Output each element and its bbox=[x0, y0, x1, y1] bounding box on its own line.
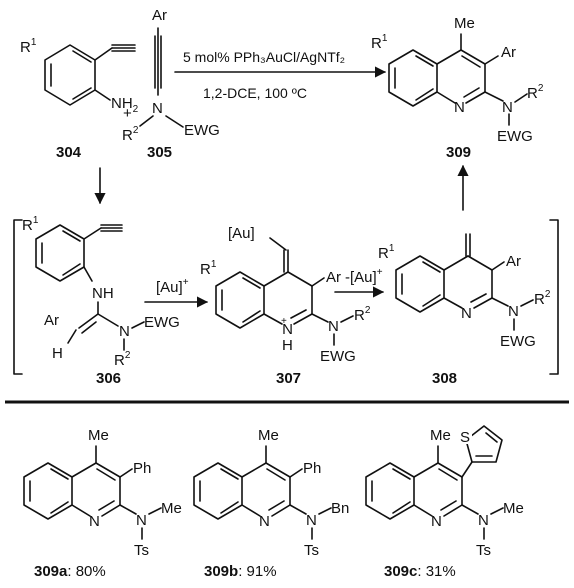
svg-text:309b: 91%: 309b: 91% bbox=[204, 563, 277, 580]
h-307: H bbox=[282, 337, 293, 354]
mechanism-bracket-right bbox=[549, 219, 559, 375]
svg-text:[Au]+: [Au]+ bbox=[156, 277, 189, 296]
r2-309: R bbox=[527, 85, 538, 102]
example-id-309a: 309a bbox=[34, 563, 68, 580]
me-309c: Me bbox=[430, 427, 451, 444]
ph-309a: Ph bbox=[133, 460, 151, 477]
svg-text:R1: R1 bbox=[22, 215, 39, 234]
example-309c: Me S N N Me Ts 309c: 31% bbox=[365, 425, 524, 580]
mechanism-bracket-left bbox=[13, 219, 23, 375]
me-309b: Me bbox=[258, 427, 279, 444]
svg-text:R2: R2 bbox=[527, 83, 544, 102]
r1-306: R bbox=[22, 217, 33, 234]
ts-309c: Ts bbox=[476, 542, 491, 559]
svg-text:R2: R2 bbox=[534, 289, 551, 308]
n-ring-308: N bbox=[461, 305, 472, 322]
r1-308: R bbox=[378, 245, 389, 262]
svg-text:309a: 80%: 309a: 80% bbox=[34, 563, 106, 580]
nsub-309b: Bn bbox=[331, 500, 349, 517]
n-ring-309a: N bbox=[89, 513, 100, 530]
svg-text:R2: R2 bbox=[354, 305, 371, 324]
ewg-307: EWG bbox=[320, 348, 356, 365]
r2-308: R bbox=[534, 291, 545, 308]
yield-309b: : 91% bbox=[238, 563, 276, 580]
compound-id-305: 305 bbox=[147, 144, 172, 161]
example-id-309c: 309c bbox=[384, 563, 417, 580]
ts-309a: Ts bbox=[134, 542, 149, 559]
nsub-309a: Me bbox=[161, 500, 182, 517]
n-ring-309c: N bbox=[431, 513, 442, 530]
compound-309: Me Ar N N R2 EWG R1 309 bbox=[371, 15, 544, 161]
compound-305: Ar N R2 EWG 305 bbox=[122, 7, 220, 161]
n-309a: N bbox=[136, 512, 147, 529]
ph-309b: Ph bbox=[303, 460, 321, 477]
svg-text:NH2: NH2 bbox=[111, 95, 139, 115]
svg-text:R2: R2 bbox=[122, 125, 139, 144]
svg-text:N+: N+ bbox=[281, 316, 293, 338]
svg-text:309c: 31%: 309c: 31% bbox=[384, 563, 456, 580]
me-309: Me bbox=[454, 15, 475, 32]
n-307: N bbox=[328, 318, 339, 335]
yield-309a: : 80% bbox=[67, 563, 105, 580]
ewg-305: EWG bbox=[184, 122, 220, 139]
ts-309b: Ts bbox=[304, 542, 319, 559]
svg-text:R2: R2 bbox=[114, 350, 131, 369]
ewg-306: EWG bbox=[144, 314, 180, 331]
svg-text:R1: R1 bbox=[20, 37, 37, 56]
svg-text:R1: R1 bbox=[378, 243, 395, 262]
thiophene-s-309c: S bbox=[460, 429, 470, 446]
r1-307: R bbox=[200, 261, 211, 278]
n-ring-309b: N bbox=[259, 513, 270, 530]
example-id-309b: 309b bbox=[204, 563, 238, 580]
r2-306: R bbox=[114, 352, 125, 369]
conditions-line-2: 1,2-DCE, 100 ºC bbox=[203, 85, 307, 101]
intermediate-306: R1 NH Ar H N EWG R2 306 bbox=[22, 215, 180, 387]
example-309a: Me Ph N N Me Ts 309a: 80% bbox=[23, 427, 182, 580]
compound-id-304: 304 bbox=[56, 144, 82, 161]
n-309: N bbox=[502, 99, 513, 116]
r1-309: R bbox=[371, 35, 382, 52]
h-306: H bbox=[52, 345, 63, 362]
ar-309: Ar bbox=[501, 44, 516, 61]
nsub-309c: Me bbox=[503, 500, 524, 517]
conditions-line-1: 5 mol% PPh₃AuCl/AgNTf₂ bbox=[183, 49, 345, 65]
compound-id-309: 309 bbox=[446, 144, 471, 161]
n-309b: N bbox=[306, 512, 317, 529]
intermediate-308: Ar N N R2 EWG R1 308 bbox=[378, 233, 551, 387]
intermediate-id-307: 307 bbox=[276, 370, 301, 387]
nplus-307: N bbox=[282, 321, 293, 338]
ewg-309: EWG bbox=[497, 128, 533, 145]
plus-sign: + bbox=[123, 105, 132, 122]
step1-label: [Au] bbox=[156, 279, 183, 296]
yield-309c: : 31% bbox=[417, 563, 455, 580]
n-ring-309: N bbox=[454, 99, 465, 116]
n-308: N bbox=[508, 303, 519, 320]
n-306: N bbox=[119, 323, 130, 340]
r2-305: R bbox=[122, 127, 133, 144]
r2-307: R bbox=[354, 307, 365, 324]
example-309b: Me Ph N N Bn Ts 309b: 91% bbox=[193, 427, 349, 580]
ar-308: Ar bbox=[506, 253, 521, 270]
ar-307: Ar bbox=[326, 269, 341, 286]
nh2-label: NH bbox=[111, 95, 133, 112]
compound-304: R1 NH2 304 bbox=[20, 37, 139, 161]
au-307: [Au] bbox=[228, 225, 255, 242]
step2-label: -[Au] bbox=[345, 269, 377, 286]
n-309c: N bbox=[478, 512, 489, 529]
svg-text:R1: R1 bbox=[200, 259, 217, 278]
intermediate-id-308: 308 bbox=[432, 370, 457, 387]
intermediate-307: [Au] Ar N+ H N R2 EWG R1 307 bbox=[200, 225, 371, 387]
r1-304: R bbox=[20, 39, 31, 56]
svg-text:-[Au]+: -[Au]+ bbox=[345, 267, 383, 286]
svg-text:R1: R1 bbox=[371, 33, 388, 52]
ewg-308: EWG bbox=[500, 333, 536, 350]
ar-305: Ar bbox=[152, 7, 167, 24]
intermediate-id-306: 306 bbox=[96, 370, 121, 387]
n-305: N bbox=[152, 100, 163, 117]
me-309a: Me bbox=[88, 427, 109, 444]
ar-306: Ar bbox=[44, 312, 59, 329]
nh-306: NH bbox=[92, 285, 114, 302]
